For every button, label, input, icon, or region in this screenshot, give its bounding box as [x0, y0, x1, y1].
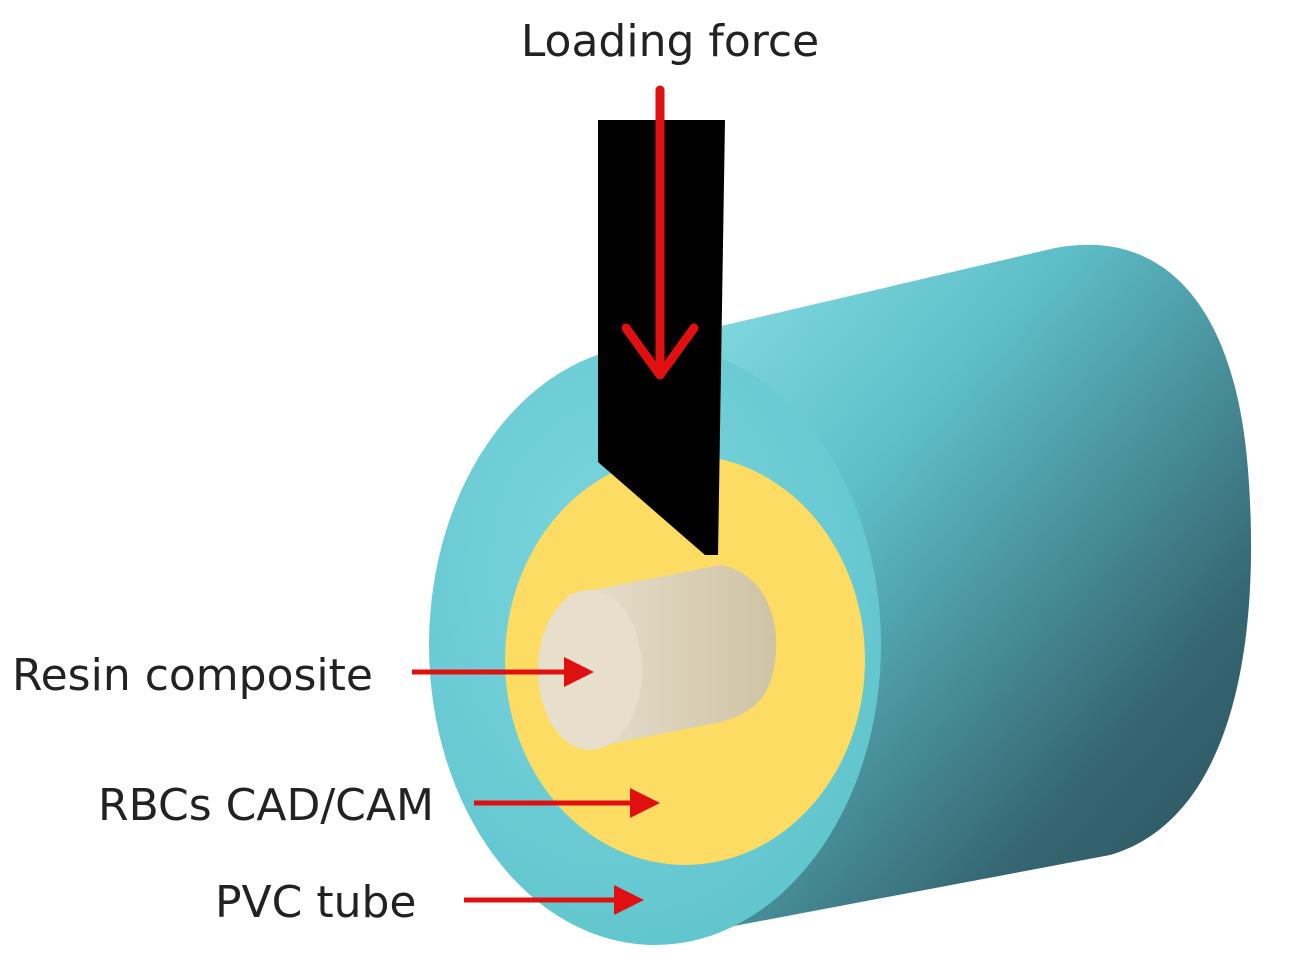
pvc-tube-label: PVC tube [215, 877, 416, 928]
resin-composite-label: Resin composite [12, 650, 373, 701]
rbcs-cadcam-label: RBCs CAD/CAM [98, 780, 434, 831]
loading-force-label: Loading force [521, 16, 819, 67]
loading-force-arrow [621, 85, 699, 380]
